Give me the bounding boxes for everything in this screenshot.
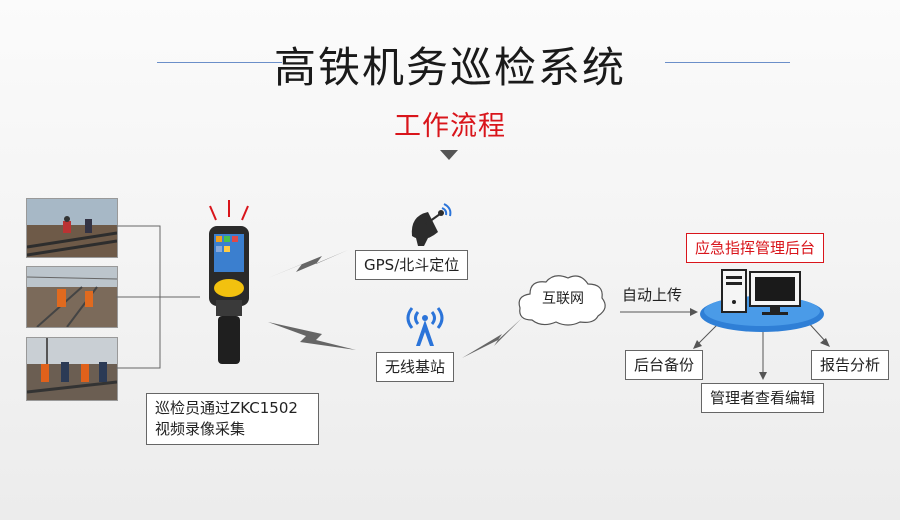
backup-box: 后台备份 [625, 350, 704, 380]
desktop-computer-icon [698, 264, 828, 336]
base-station-box: 无线基站 [376, 352, 455, 382]
satellite-dish-icon [406, 202, 454, 246]
page-subtitle: 工作流程 [394, 111, 506, 142]
device-caption-line-1: 巡检员通过ZKC1502 [155, 399, 298, 417]
signal-link-base [268, 322, 356, 350]
inspection-photo-2 [26, 266, 118, 328]
title-line-right [665, 62, 790, 63]
device-alert-rays-icon [209, 200, 249, 221]
edit-box: 管理者查看编辑 [701, 383, 825, 413]
internet-label: 互联网 [542, 291, 584, 307]
upload-label: 自动上传 [622, 286, 683, 304]
device-caption-box: 巡检员通过ZKC1502 视频录像采集 [146, 393, 319, 445]
backup-label: 后台备份 [634, 356, 695, 374]
gps-label: GPS/北斗定位 [364, 256, 460, 274]
inspection-photo-3 [26, 337, 118, 401]
inspection-photo-1 [26, 198, 118, 258]
report-label: 报告分析 [820, 356, 881, 374]
report-box: 报告分析 [811, 350, 890, 380]
gps-box: GPS/北斗定位 [355, 250, 469, 280]
signal-link-internet [462, 318, 522, 358]
edit-label: 管理者查看编辑 [710, 389, 816, 407]
title-line-left [157, 62, 282, 63]
command-center-box: 应急指挥管理后台 [686, 233, 825, 263]
signal-link-gps [268, 250, 348, 278]
device-caption-line-2: 视频录像采集 [155, 420, 246, 438]
page-title: 高铁机务巡检系统 [273, 43, 626, 92]
command-center-label: 应急指挥管理后台 [695, 239, 816, 257]
radio-tower-icon [402, 304, 448, 348]
base-station-label: 无线基站 [385, 358, 446, 376]
flow-down-arrow-icon [440, 150, 458, 160]
cloud-icon: 互联网 [514, 270, 612, 330]
